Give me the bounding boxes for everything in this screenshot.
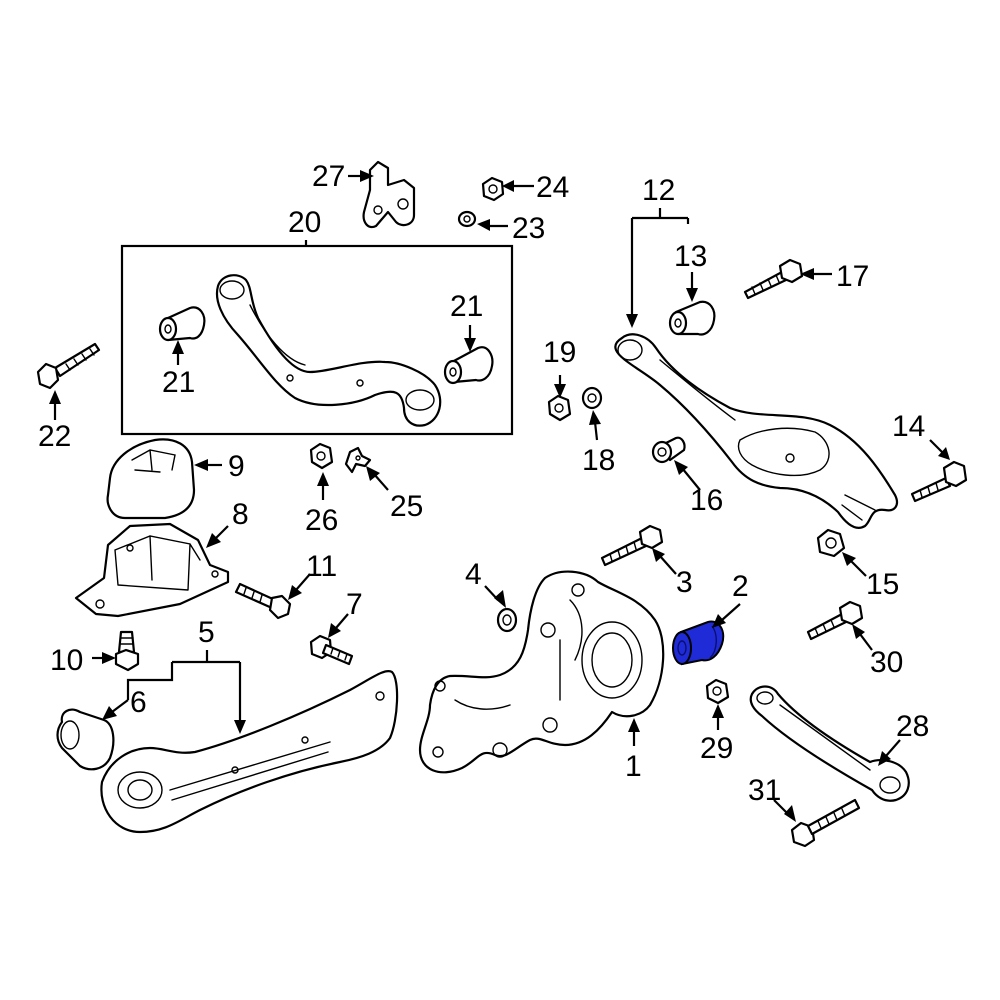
callout-18[interactable]: 18 — [582, 444, 615, 477]
part-12-lower-arm[interactable] — [614, 333, 899, 529]
part-13-bushing[interactable] — [668, 300, 716, 336]
callout-2[interactable]: 2 — [732, 570, 749, 603]
part-27-bracket[interactable] — [362, 160, 416, 229]
part-6-bushing[interactable] — [56, 708, 115, 771]
callout-6[interactable]: 6 — [130, 686, 147, 719]
callout-9[interactable]: 9 — [228, 450, 245, 483]
part-20-upper-arm[interactable] — [215, 274, 442, 427]
part-10-bolt[interactable] — [114, 630, 140, 672]
callout-23[interactable]: 23 — [512, 212, 545, 245]
callout-5[interactable]: 5 — [198, 616, 215, 649]
callout-24[interactable]: 24 — [536, 171, 569, 204]
part-7-bolt[interactable] — [309, 634, 354, 666]
part-4-washer[interactable] — [496, 607, 518, 633]
callout-13[interactable]: 13 — [674, 240, 707, 273]
callout-17[interactable]: 17 — [836, 260, 869, 293]
part-17-bolt[interactable] — [743, 258, 804, 300]
callout-10[interactable]: 10 — [50, 644, 83, 677]
part-8-mount[interactable] — [74, 522, 230, 618]
part-9-shield[interactable] — [106, 438, 196, 520]
part-18-washer[interactable] — [581, 386, 603, 410]
callout-7[interactable]: 7 — [346, 588, 363, 621]
callout-21-right[interactable]: 21 — [450, 290, 483, 323]
callout-14[interactable]: 14 — [892, 410, 925, 443]
part-22-bolt[interactable] — [36, 342, 101, 390]
callout-26[interactable]: 26 — [305, 504, 338, 537]
callout-labels: 27 24 23 20 21 21 22 19 18 26 25 9 8 11 … — [38, 160, 929, 807]
callout-19[interactable]: 19 — [543, 336, 576, 369]
callout-21-left[interactable]: 21 — [162, 366, 195, 399]
callout-29[interactable]: 29 — [700, 732, 733, 765]
part-16-sleeve[interactable] — [651, 436, 686, 464]
part-1-knuckle[interactable] — [418, 570, 665, 774]
part-14-bolt[interactable] — [910, 460, 968, 503]
part-21-bushing-left[interactable] — [158, 306, 206, 342]
part-24-nut[interactable] — [481, 176, 505, 202]
part-3-bolt[interactable] — [600, 524, 664, 567]
callout-1[interactable]: 1 — [625, 750, 642, 783]
part-21-bushing-right[interactable] — [443, 346, 494, 385]
callout-12[interactable]: 12 — [642, 174, 675, 207]
callout-11[interactable]: 11 — [306, 550, 337, 583]
part-28-link[interactable] — [749, 685, 910, 802]
part-31-bolt[interactable] — [790, 798, 861, 848]
callout-31[interactable]: 31 — [748, 774, 781, 807]
part-5-trailing-arm[interactable] — [100, 670, 399, 834]
leader-lines — [49, 170, 950, 822]
assembly-box-20 — [120, 244, 514, 436]
callout-3[interactable]: 3 — [676, 566, 693, 599]
part-2-bushing-highlighted[interactable] — [672, 620, 725, 666]
part-29-nut[interactable] — [705, 678, 730, 705]
part-25-clip[interactable] — [344, 446, 372, 474]
part-26-nut[interactable] — [309, 442, 334, 470]
callout-16[interactable]: 16 — [690, 484, 723, 517]
part-30-bolt[interactable] — [806, 600, 864, 641]
part-19-nut[interactable] — [547, 394, 572, 422]
callout-22[interactable]: 22 — [38, 420, 71, 453]
callout-8[interactable]: 8 — [232, 498, 249, 531]
callout-15[interactable]: 15 — [866, 568, 899, 601]
part-15-nut[interactable] — [816, 528, 846, 558]
callout-4[interactable]: 4 — [465, 558, 482, 591]
callout-27[interactable]: 27 — [312, 160, 345, 193]
callout-25[interactable]: 25 — [390, 490, 423, 523]
part-23-washer[interactable] — [457, 210, 477, 228]
callout-20[interactable]: 20 — [288, 206, 321, 239]
callout-30[interactable]: 30 — [870, 646, 903, 679]
callout-28[interactable]: 28 — [896, 710, 929, 743]
part-11-bolt[interactable] — [234, 582, 292, 620]
